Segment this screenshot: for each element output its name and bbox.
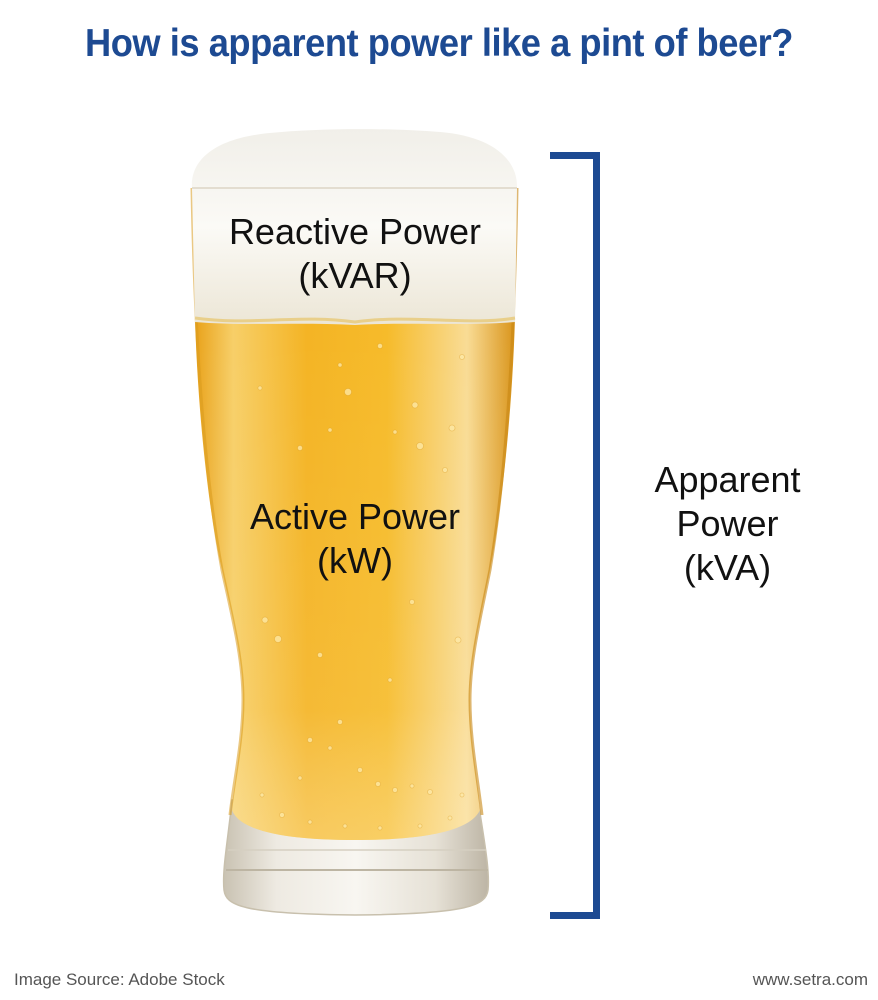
reactive-power-text: Reactive Power xyxy=(228,211,482,252)
apparent-power-label: Apparent Power (kVA) xyxy=(620,458,835,590)
apparent-power-bracket xyxy=(550,152,600,919)
page-title: How is apparent power like a pint of bee… xyxy=(84,22,794,65)
image-source-credit: Image Source: Adobe Stock xyxy=(14,970,225,989)
active-power-text: Active Power xyxy=(249,496,461,537)
reactive-power-label: Reactive Power (kVAR) xyxy=(195,210,515,298)
apparent-power-unit: (kVA) xyxy=(683,546,772,588)
active-power-label: Active Power (kW) xyxy=(195,495,515,583)
website-link[interactable]: www.setra.com xyxy=(752,970,868,989)
apparent-power-text: Apparent xyxy=(654,459,801,500)
active-power-unit: (kW) xyxy=(317,539,393,581)
apparent-power-text-2: Power xyxy=(676,502,779,544)
reactive-power-unit: (kVAR) xyxy=(298,254,412,296)
bubbles xyxy=(257,343,465,831)
beer-foam xyxy=(191,129,518,325)
